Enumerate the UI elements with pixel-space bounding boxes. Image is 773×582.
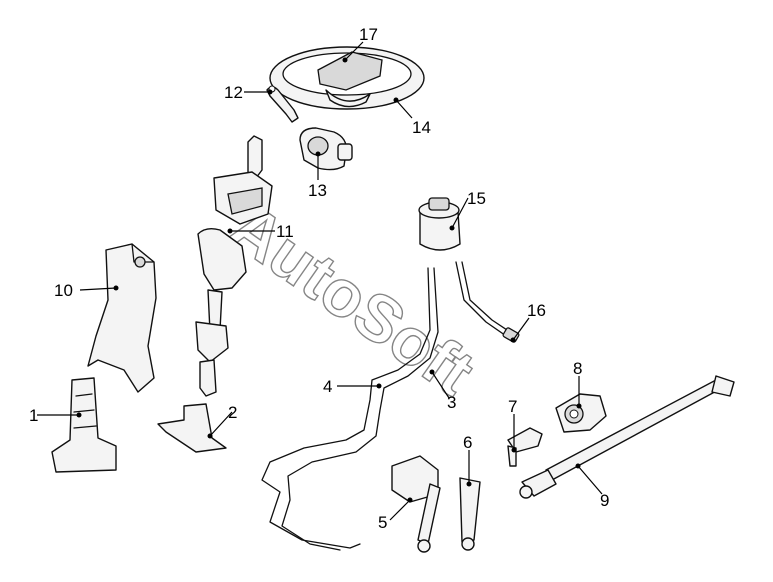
callout-16: 16 [527,301,546,320]
callout-15: 15 [467,189,486,208]
callout-10: 10 [54,281,73,300]
callout-labels: 1 2 3 4 5 6 7 8 9 10 11 12 13 14 15 16 1… [29,25,609,532]
callout-2: 2 [228,403,237,422]
pitman-arm [459,477,481,551]
lever-boot [51,377,117,473]
tie-rod [519,375,735,499]
callout-12: 12 [224,83,243,102]
callout-9: 9 [600,491,609,510]
steering-pump [555,393,607,433]
callout-3: 3 [447,393,456,412]
callout-11: 11 [276,222,294,241]
brake-pipes [261,261,517,551]
steering-wheel [269,46,425,110]
ignition-switch [299,127,353,171]
callout-6: 6 [463,433,472,452]
steering-box [391,455,441,553]
callout-1: 1 [29,406,38,425]
steering-column [195,135,273,397]
mount-bracket [157,403,227,453]
small-joint [507,427,543,467]
callout-4: 4 [323,377,332,396]
callout-8: 8 [573,359,582,378]
callout-5: 5 [378,513,387,532]
callout-17: 17 [359,25,378,44]
callout-14: 14 [412,118,431,137]
fluid-reservoir [418,197,461,251]
callout-13: 13 [308,181,327,200]
callout-7: 7 [508,397,517,416]
leader-lines [37,41,603,521]
column-cover [87,243,157,393]
